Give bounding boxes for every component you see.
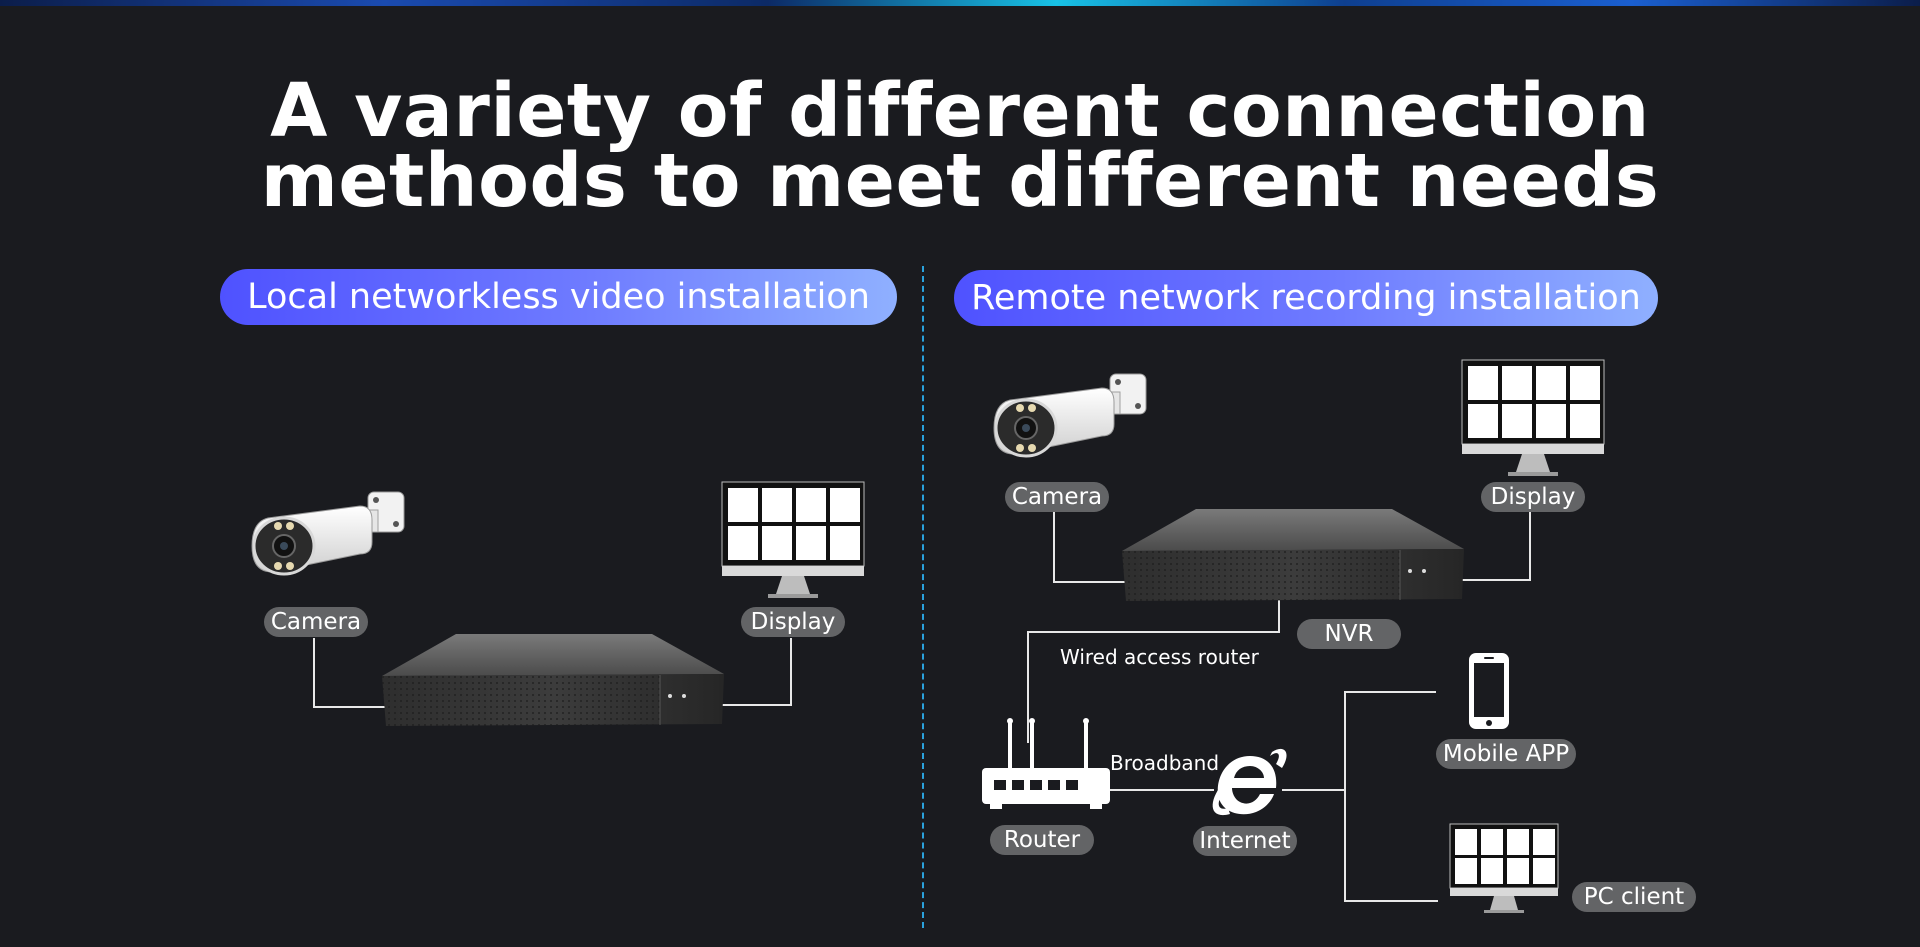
left-section-header: Local networkless video installation <box>220 269 897 325</box>
pc-branch-wire <box>1344 900 1438 902</box>
internet-explorer-icon <box>1212 748 1287 816</box>
nvr-recorder-icon <box>382 634 724 726</box>
page-title-line-2: methods to meet different needs <box>260 138 1660 224</box>
camera-icon <box>251 491 405 576</box>
broadband-text: Broadband <box>1110 751 1220 775</box>
monitor-icon <box>1449 823 1559 913</box>
mobile-app-label: Mobile APP <box>1436 739 1576 769</box>
section-divider <box>922 266 924 928</box>
right-section-header: Remote network recording installation <box>954 270 1658 326</box>
monitor-icon <box>1461 359 1605 476</box>
top-decorative-strip <box>0 0 1920 6</box>
pc-client-label: PC client <box>1572 882 1696 912</box>
right-camera-wire <box>1053 581 1125 583</box>
nvr-router-wire <box>1027 631 1280 633</box>
left-display-label: Display <box>741 607 845 637</box>
left-camera-wire <box>313 638 315 708</box>
broadband-wire <box>1110 789 1214 791</box>
right-camera-wire <box>1053 512 1055 582</box>
right-camera-label: Camera <box>1005 482 1109 512</box>
left-display-wire <box>790 638 792 706</box>
right-display-wire <box>1529 512 1531 580</box>
right-display-label: Display <box>1481 482 1585 512</box>
page-title-line-1: A variety of different connection <box>270 68 1650 154</box>
nvr-router-wire <box>1027 631 1029 743</box>
page-title: A variety of different connection method… <box>0 68 1920 224</box>
router-icon <box>982 718 1110 809</box>
nvr-label: NVR <box>1297 619 1401 649</box>
wired-access-router-text: Wired access router <box>1060 645 1259 669</box>
monitor-icon <box>721 481 865 598</box>
internet-wire <box>1282 789 1346 791</box>
left-display-wire <box>720 704 792 706</box>
internet-branch-wire <box>1344 691 1346 902</box>
nvr-recorder-icon <box>1122 509 1464 601</box>
router-label: Router <box>990 825 1094 855</box>
mobile-branch-wire <box>1344 691 1436 693</box>
internet-label: Internet <box>1193 826 1297 856</box>
right-display-wire <box>1458 579 1531 581</box>
left-camera-wire <box>313 706 385 708</box>
left-camera-label: Camera <box>264 607 368 637</box>
smartphone-icon <box>1469 653 1509 729</box>
camera-icon <box>993 373 1147 458</box>
nvr-router-wire <box>1278 600 1280 632</box>
